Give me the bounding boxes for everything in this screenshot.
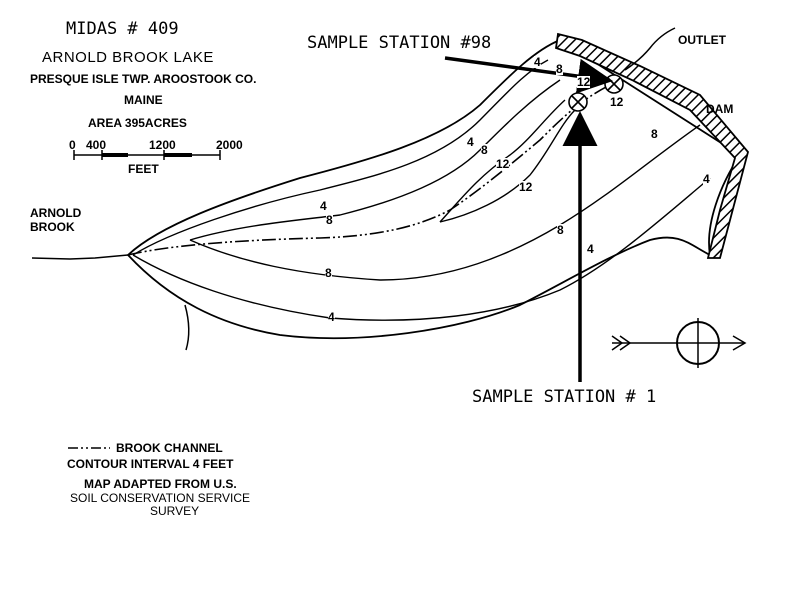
scale-bar	[73, 150, 221, 160]
area: AREA 395ACRES	[88, 116, 187, 130]
midas-number: MIDAS # 409	[66, 19, 179, 39]
legend-contour-interval: CONTOUR INTERVAL 4 FEET	[67, 457, 234, 471]
outlet-label: OUTLET	[678, 33, 726, 47]
contour-label-4: 4	[703, 172, 710, 186]
contour-label-4: 4	[587, 242, 594, 256]
contour-label-4: 4	[328, 310, 335, 324]
contour-label-12: 12	[577, 75, 591, 89]
station-98-label: SAMPLE STATION #98	[307, 33, 492, 53]
contour-label-4: 4	[467, 135, 474, 149]
sample-station-marker-icon[interactable]	[604, 74, 624, 94]
scale-unit: FEET	[128, 162, 159, 176]
contour-label-8: 8	[556, 62, 563, 76]
inlet-brook	[31, 254, 129, 260]
contour-label-12: 12	[496, 157, 510, 171]
lake-name: ARNOLD BROOK LAKE	[42, 49, 214, 66]
north-arrow-icon	[611, 318, 747, 368]
contour-8	[189, 79, 561, 241]
contour-label-8: 8	[557, 223, 564, 237]
contour-label-12: 12	[519, 180, 533, 194]
dam-label: DAM	[706, 102, 734, 116]
contour-label-4: 4	[320, 199, 327, 213]
contour-label-8: 8	[481, 143, 488, 157]
contour-4	[132, 177, 711, 321]
state: MAINE	[124, 93, 163, 107]
contour-label-8: 8	[325, 266, 332, 280]
contour-label-12: 12	[610, 95, 624, 109]
dam-hatch-icon	[555, 32, 749, 259]
contour-8	[189, 124, 701, 281]
scale-tick-2000: 2000	[216, 138, 243, 152]
scale-tick-400: 400	[86, 138, 107, 152]
location: PRESQUE ISLE TWP. AROOSTOOK CO.	[30, 72, 257, 86]
station-1-label: SAMPLE STATION # 1	[472, 387, 657, 407]
scale-tick-0: 0	[69, 138, 76, 152]
legend-brook-channel: BROOK CHANNEL	[116, 441, 223, 455]
contour-label-8: 8	[326, 213, 333, 227]
scale-tick-1200: 1200	[149, 138, 176, 152]
inlet-label: ARNOLD BROOK	[30, 206, 82, 235]
side-stream	[184, 304, 190, 351]
contour-12	[439, 99, 566, 223]
contour-label-8: 8	[651, 127, 658, 141]
legend-adapted-1: MAP ADAPTED FROM U.S.	[84, 477, 237, 491]
outlet-stream	[624, 27, 676, 71]
legend-adapted-3: SURVEY	[150, 504, 200, 518]
legend-adapted-2: SOIL CONSERVATION SERVICE	[70, 491, 251, 505]
brook-channel	[127, 84, 611, 256]
sample-station-marker-icon[interactable]	[568, 92, 588, 112]
contour-4	[132, 59, 549, 256]
contour-label-4: 4	[534, 55, 541, 69]
contour-12	[439, 109, 576, 223]
